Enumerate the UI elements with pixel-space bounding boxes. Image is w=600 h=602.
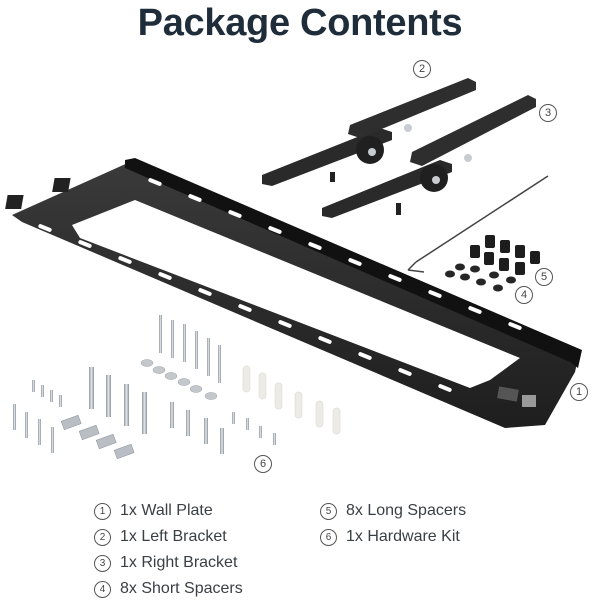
legend-label: 1x Right Bracket [120, 554, 238, 571]
short-spacers [445, 263, 516, 292]
number-badge: 5 [320, 503, 337, 520]
legend-item-left-bracket: 2 1x Left Bracket [94, 524, 243, 550]
number-badge: 1 [94, 503, 111, 520]
callout-hardware-kit: 6 [254, 455, 272, 473]
right-bracket [322, 95, 536, 218]
wall-plate [5, 158, 582, 428]
legend-label: 1x Wall Plate [120, 502, 213, 519]
legend-column-right: 5 8x Long Spacers 6 1x Hardware Kit [320, 498, 466, 550]
hardware-kit [13, 315, 341, 460]
callout-long-spacers: 5 [535, 268, 553, 286]
legend-item-hardware-kit: 6 1x Hardware Kit [320, 524, 466, 550]
number-badge: 4 [94, 581, 111, 598]
legend-column-left: 1 1x Wall Plate 2 1x Left Bracket 3 1x Righ… [94, 498, 243, 602]
number-badge: 2 [94, 529, 111, 546]
callout-left-bracket: 2 [413, 60, 431, 78]
contents-legend: 1 1x Wall Plate 2 1x Left Bracket 3 1x Righ… [0, 498, 600, 600]
long-spacers [470, 235, 540, 275]
hex-key [407, 175, 549, 273]
callout-wall-plate: 1 [570, 383, 588, 401]
callout-right-bracket: 3 [539, 104, 557, 122]
number-badge: 3 [94, 555, 111, 572]
page-title: Package Contents [137, 2, 463, 44]
package-contents-image [5, 78, 582, 460]
legend-item-right-bracket: 3 1x Right Bracket [94, 550, 243, 576]
legend-label: 8x Short Spacers [120, 580, 243, 597]
product-illustration: 2 3 5 4 1 6 [0, 50, 600, 490]
legend-item-wall-plate: 1 1x Wall Plate [94, 498, 243, 524]
callout-short-spacers: 4 [515, 286, 533, 304]
legend-label: 8x Long Spacers [346, 502, 467, 519]
legend-label: 1x Left Bracket [120, 528, 227, 545]
legend-label: 1x Hardware Kit [346, 528, 460, 545]
left-bracket [262, 78, 476, 186]
legend-item-long-spacers: 5 8x Long Spacers [320, 498, 466, 524]
number-badge: 6 [320, 529, 337, 546]
legend-item-short-spacers: 4 8x Short Spacers [94, 576, 243, 602]
